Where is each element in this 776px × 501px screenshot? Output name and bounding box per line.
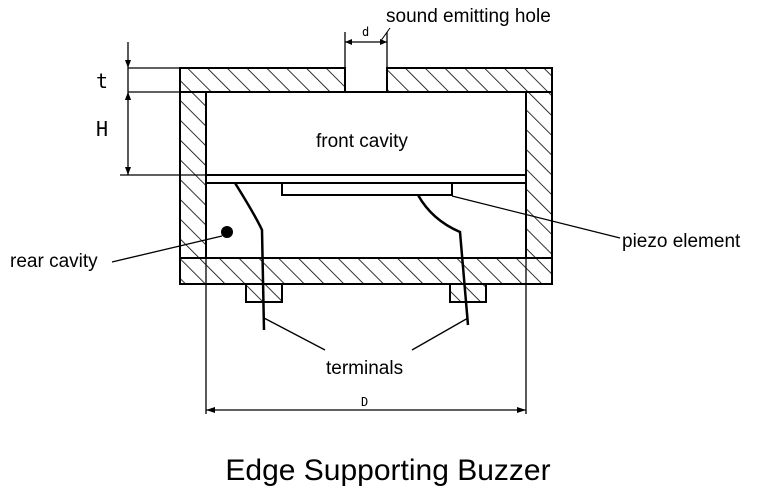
piezo-element [281, 182, 453, 196]
housing-top-left [179, 67, 346, 93]
terminal-leader-right [411, 317, 469, 351]
dimension-t-h: t H [96, 42, 206, 176]
rear-cavity-label: rear cavity [10, 251, 98, 272]
height-dim-label: H [96, 117, 108, 141]
housing-right-wall [525, 91, 553, 259]
piezo-leader [451, 195, 621, 239]
sound-hole-label: sound emitting hole [386, 6, 551, 27]
rear-cavity-leader [111, 235, 223, 263]
housing-bottom [179, 257, 553, 285]
diagram-title: Edge Supporting Buzzer [225, 454, 550, 487]
housing-top-right [386, 67, 553, 93]
hole-dim-label: d [362, 25, 369, 39]
terminal-leader-left [263, 317, 326, 351]
dimension-D: D [205, 258, 527, 414]
diameter-dim-label: D [361, 395, 368, 409]
terminals-label: terminals [326, 358, 403, 379]
piezo-label: piezo element [622, 231, 741, 252]
foot-right [449, 283, 487, 303]
dimension-d: d [344, 25, 391, 68]
thickness-dim-label: t [96, 69, 108, 93]
rear-cavity-dot [221, 226, 233, 238]
terminal-right [416, 194, 470, 326]
front-cavity-label: front cavity [316, 131, 408, 152]
terminal-left [233, 182, 266, 331]
